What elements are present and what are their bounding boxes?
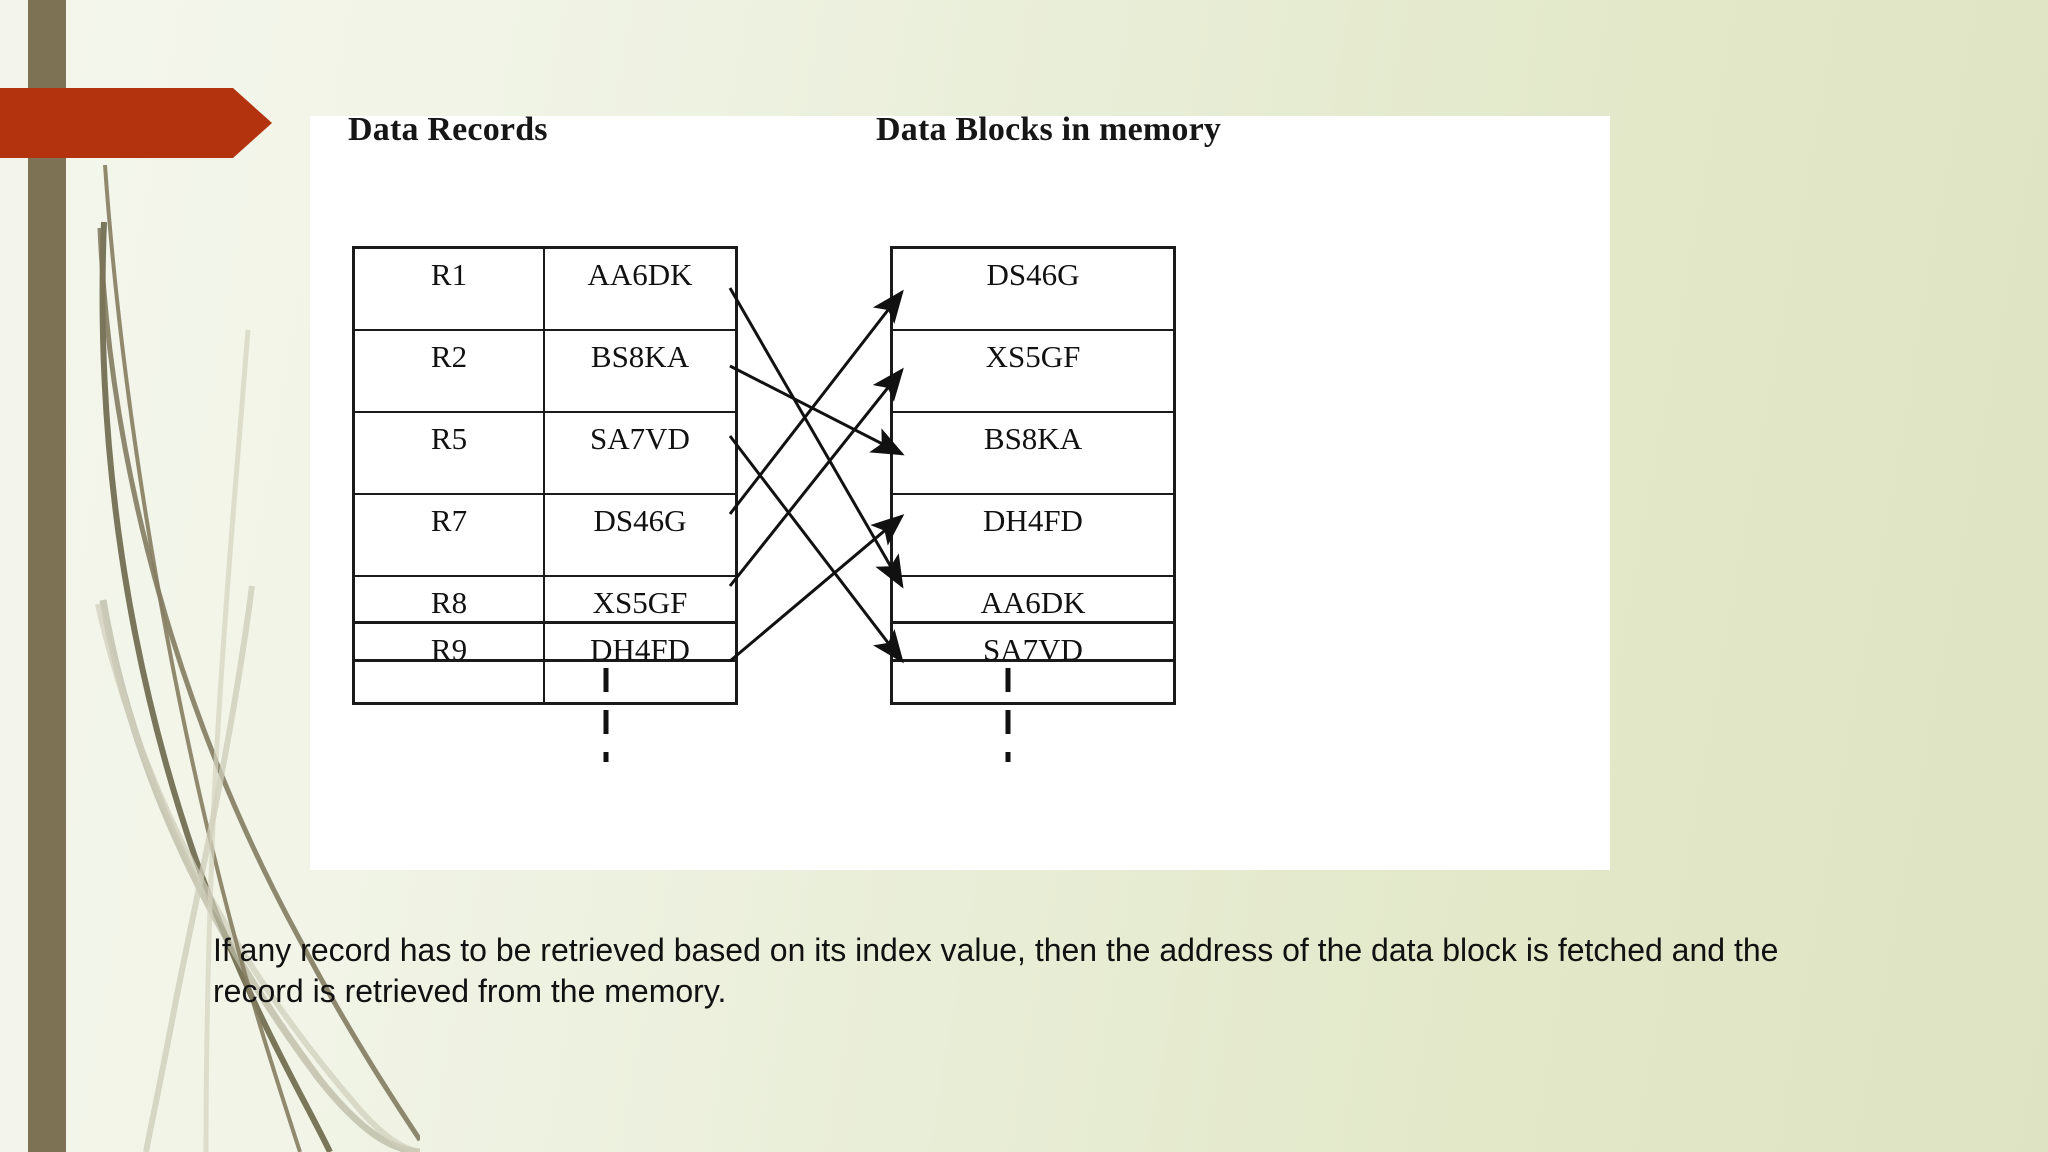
record-value: SA7VD xyxy=(590,421,690,456)
record-key: R9 xyxy=(355,624,545,702)
record-key: R2 xyxy=(355,331,545,411)
arrow-r1-to-aa6dk xyxy=(728,287,904,589)
data-records-continuation-row: R9 DH4FD xyxy=(352,621,738,705)
diagram-card: Data Records Data Blocks in memory R1 AA… xyxy=(310,111,1610,870)
left-table-heading: Data Records xyxy=(348,111,548,148)
table-row: XS5GF xyxy=(893,331,1173,413)
title-banner-arrow xyxy=(0,88,272,158)
data-blocks-table: DS46G XS5GF BS8KA DH4FD AA6DK xyxy=(890,246,1176,662)
record-value: DH4FD xyxy=(590,632,690,667)
record-value: DS46G xyxy=(593,503,687,538)
table-row: AA6DK xyxy=(893,577,1173,659)
block-value: DS46G xyxy=(986,257,1080,292)
record-key: R1 xyxy=(355,249,545,329)
record-key: R8 xyxy=(355,577,545,659)
data-blocks-continuation-row: SA7VD xyxy=(890,621,1176,705)
arrow-r2-to-bs8ka xyxy=(729,364,905,456)
block-value: XS5GF xyxy=(985,339,1081,374)
table-row: R9 DH4FD xyxy=(355,624,735,702)
caption-text: If any record has to be retrieved based … xyxy=(213,932,1779,1009)
arrow-r7-to-ds46g xyxy=(728,289,904,515)
arrow-r9-to-dh4fd xyxy=(729,514,905,663)
block-value: DH4FD xyxy=(983,503,1083,538)
table-row: R5 SA7VD xyxy=(355,413,735,495)
table-row: R1 AA6DK xyxy=(355,249,735,331)
table-row: DS46G xyxy=(893,249,1173,331)
block-value: AA6DK xyxy=(980,585,1086,620)
block-value: SA7VD xyxy=(983,632,1083,667)
arrow-r5-to-sa7vd xyxy=(728,435,904,664)
arrow-r8-to-xs5gf xyxy=(728,367,904,587)
record-value: BS8KA xyxy=(590,339,690,374)
table-row: BS8KA xyxy=(893,413,1173,495)
left-edge-strip xyxy=(0,0,28,1152)
record-value: XS5GF xyxy=(592,585,688,620)
table-row: R8 XS5GF xyxy=(355,577,735,659)
table-row: R7 DS46G xyxy=(355,495,735,577)
data-records-table: R1 AA6DK R2 BS8KA R5 SA7VD R7 DS46G R8 X… xyxy=(352,246,738,662)
record-key: R5 xyxy=(355,413,545,493)
left-accent-bar xyxy=(28,0,66,1152)
record-value: AA6DK xyxy=(587,257,693,292)
table-row: SA7VD xyxy=(893,624,1173,702)
right-table-heading: Data Blocks in memory xyxy=(876,111,1222,148)
block-value: BS8KA xyxy=(983,421,1083,456)
table-row: R2 BS8KA xyxy=(355,331,735,413)
table-row: DH4FD xyxy=(893,495,1173,577)
record-key: R7 xyxy=(355,495,545,575)
